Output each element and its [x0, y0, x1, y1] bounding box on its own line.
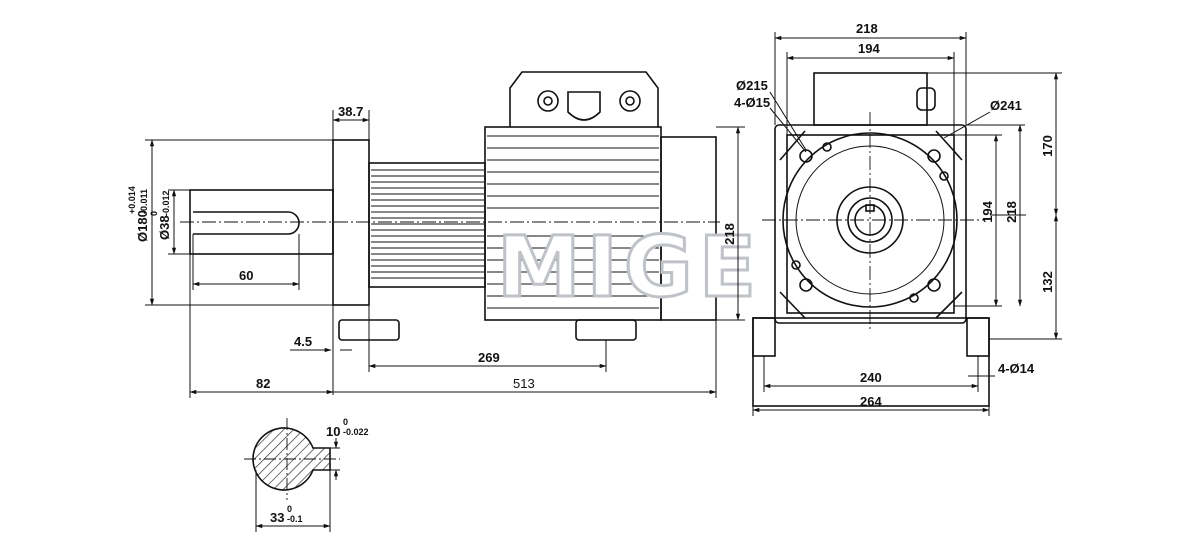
- dim-height-170: 170: [1040, 135, 1055, 157]
- depth-tol-lower: -0.1: [287, 514, 303, 524]
- rear-cover: [660, 136, 717, 321]
- gland-left-icon: [537, 90, 559, 112]
- dim-keyway-length: 60: [239, 268, 253, 283]
- side-view: [180, 71, 720, 341]
- dim-foot-spacing: 269: [478, 350, 500, 365]
- end-dimensions: [752, 32, 1062, 416]
- dim-spigot-depth: 4.5: [294, 334, 312, 349]
- key-tol-upper: 0: [343, 417, 348, 427]
- cooling-fins: [371, 169, 484, 279]
- dim-pcd: Ø215: [736, 78, 768, 93]
- watermark-text: MIGE: [497, 218, 762, 316]
- screw-3-icon: [791, 260, 801, 270]
- dim-foot-holes: 4-Ø14: [998, 361, 1035, 376]
- dim-flange-thickness: 38.7: [338, 104, 363, 119]
- shaft-dia-label: Ø38: [157, 215, 172, 240]
- end-terminal-gland: [916, 87, 936, 111]
- end-terminal-box: [813, 72, 928, 126]
- dim-outer-dia: Ø241: [990, 98, 1022, 113]
- bearing-inner-ring: [847, 197, 893, 243]
- dim-flange-holes: 4-Ø15: [734, 95, 770, 110]
- dim-end-width-inner: 194: [858, 41, 880, 56]
- gland-left-inner: [543, 96, 553, 106]
- dim-spigot-dia: Ø180 +0.014 -0.011: [127, 186, 150, 242]
- end-frame-outer: [774, 124, 967, 324]
- housing-lines: [487, 135, 659, 309]
- dim-foot-hole-spacing: 240: [860, 370, 882, 385]
- spigot-tol-upper: +0.014: [127, 186, 137, 214]
- front-flange: [332, 139, 370, 306]
- dim-key-width: 10: [326, 424, 340, 439]
- dim-side-height: 218: [722, 223, 737, 245]
- spigot-tol-lower: -0.011: [139, 189, 149, 214]
- end-frame-inner: [786, 134, 955, 314]
- dim-height-218: 218: [1004, 201, 1019, 223]
- dim-shaft-dia: Ø38 0 -0.012: [149, 190, 172, 240]
- dim-end-width-top: 218: [856, 21, 878, 36]
- end-view: [752, 72, 990, 407]
- rear-foot: [575, 319, 637, 341]
- key-tol-lower: -0.022: [343, 427, 369, 437]
- side-dimensions: [145, 110, 745, 398]
- shaft-section: [244, 418, 340, 500]
- dim-overall-length: 513: [513, 376, 535, 391]
- spigot-dia-label: Ø180: [135, 210, 150, 242]
- dim-shaft-length: 82: [256, 376, 270, 391]
- end-foot-left: [752, 317, 776, 357]
- end-frame-chamfer: [779, 130, 963, 319]
- dim-center-height: 132: [1040, 271, 1055, 293]
- depth-tol-upper: 0: [287, 504, 292, 514]
- terminal-box: [509, 71, 659, 127]
- dim-key-depth: 33: [270, 510, 284, 525]
- shaft-tol-upper: 0: [149, 211, 159, 216]
- terminal-box-notch: [567, 91, 601, 121]
- flange-hole-4-icon: [927, 278, 941, 292]
- section-dimensions: [255, 438, 340, 532]
- dim-height-194: 194: [980, 200, 995, 222]
- flange-hole-3-icon: [799, 278, 813, 292]
- end-base-plate: [752, 317, 990, 407]
- screw-4-icon: [909, 293, 919, 303]
- gland-right-icon: [619, 90, 641, 112]
- flange-hole-2-icon: [927, 149, 941, 163]
- screw-1-icon: [822, 142, 832, 152]
- dim-base-width: 264: [860, 394, 882, 409]
- gland-right-inner: [625, 96, 635, 106]
- end-foot-right: [966, 317, 990, 357]
- shaft-tol-lower: -0.012: [161, 190, 171, 216]
- keyway: [193, 211, 300, 235]
- screw-2-icon: [939, 171, 949, 181]
